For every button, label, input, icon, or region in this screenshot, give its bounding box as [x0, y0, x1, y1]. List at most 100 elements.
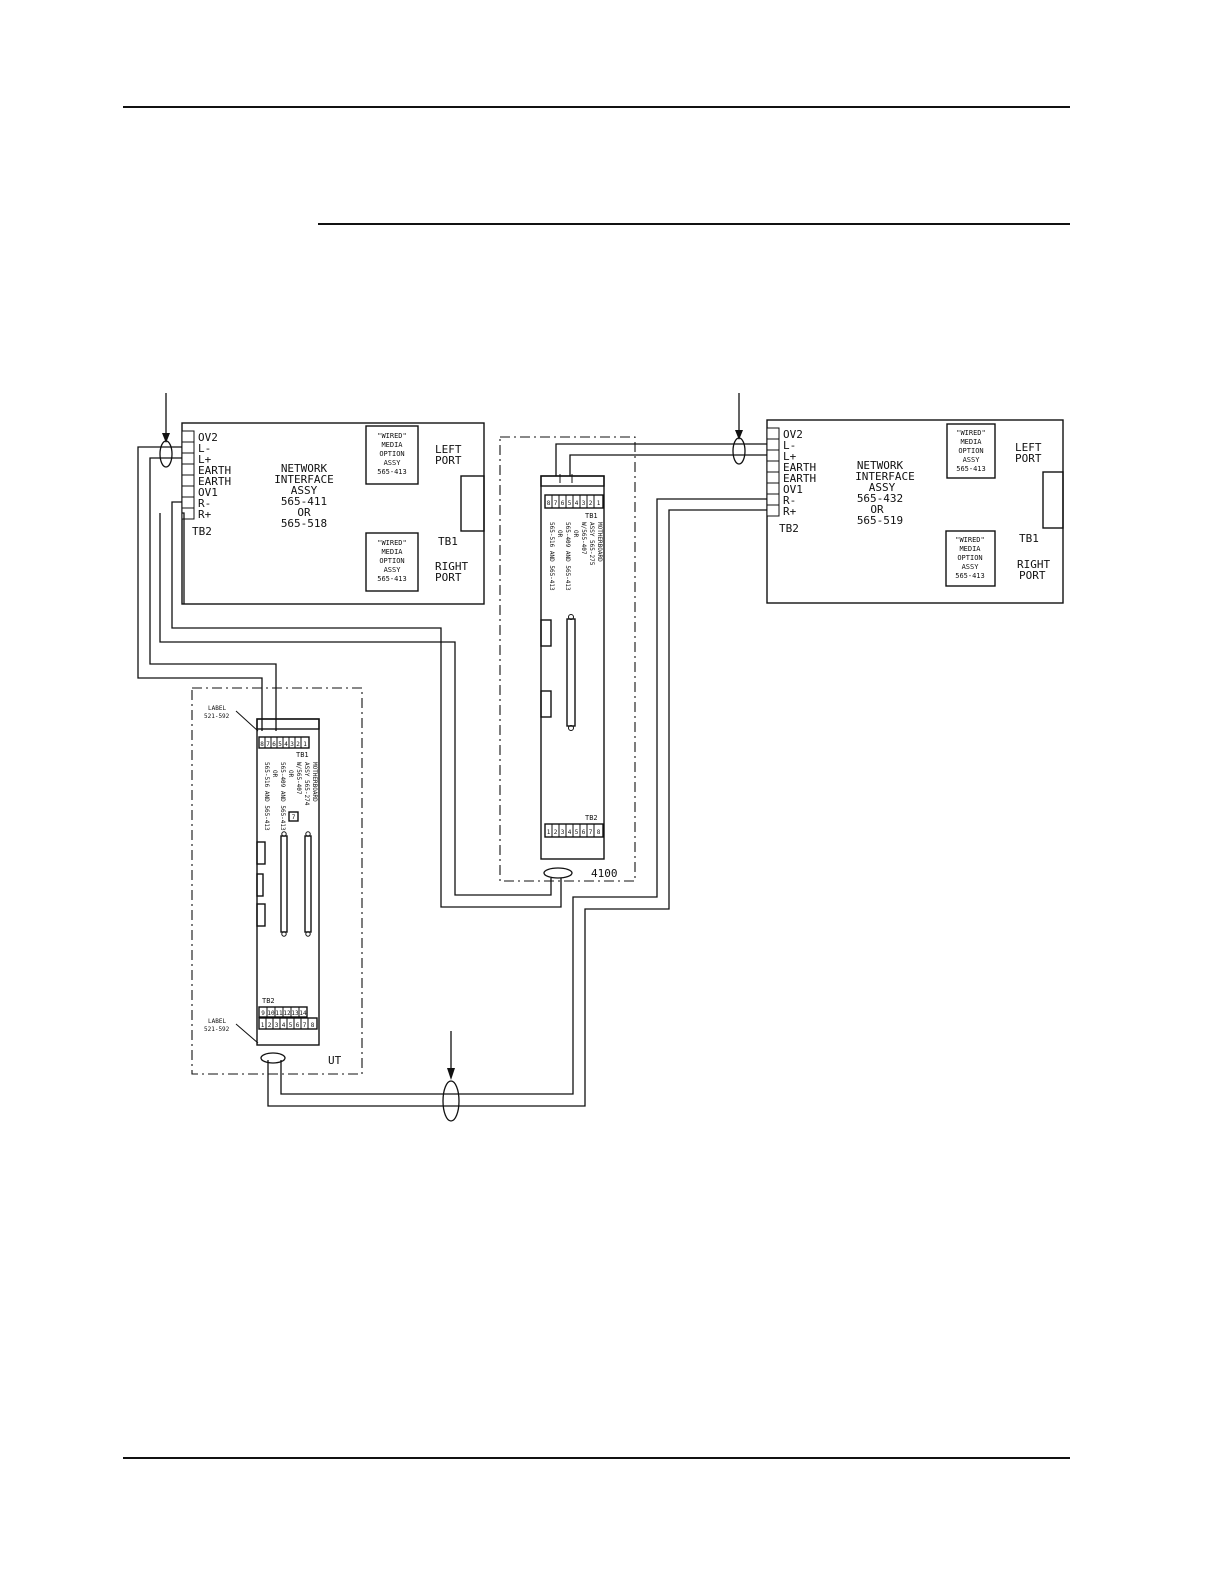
label-callout: LABEL: [208, 1018, 226, 1025]
cable-tie: [260, 1052, 286, 1064]
tb2-pin: 5: [575, 829, 579, 836]
tb1-pin: 8: [260, 741, 264, 748]
wmo-label: MEDIA: [381, 441, 403, 449]
mb-text: MOTHERBOARD: [311, 762, 318, 802]
tb1-pin: 7: [266, 741, 270, 748]
assembly-title: 565-411: [281, 495, 327, 508]
assembly-title: ASSY: [291, 484, 318, 497]
tb1-connector: [1042, 471, 1064, 529]
assembly-title: OR: [870, 503, 884, 516]
tb1-pin: 1: [303, 741, 307, 748]
wmo-label: OPTION: [957, 554, 982, 562]
tb2-pin: 8: [311, 1022, 315, 1029]
tb1-pin: 4: [575, 500, 579, 507]
tb2-pins-ut: 9 10 11 12 13 14 1 2 3 4 5 6 7 8: [258, 1006, 318, 1030]
tb2-label: TB2: [779, 522, 799, 535]
mb-text: OR: [556, 530, 563, 538]
label-callout: 521-592: [204, 713, 230, 720]
tb1-pin: 6: [272, 741, 276, 748]
assembly-title: INTERFACE: [274, 473, 334, 486]
left-port-label: PORT: [1015, 452, 1042, 465]
mb-text: OR: [287, 770, 294, 778]
wmo-label: 565-413: [956, 465, 986, 473]
panel-name: 4100: [591, 867, 618, 880]
tb1-connector: [460, 475, 485, 532]
terminal-label: L+: [783, 450, 797, 463]
wmo-label: MEDIA: [960, 438, 982, 446]
wmo-label: ASSY: [384, 459, 402, 467]
assembly-title: 565-432: [857, 492, 903, 505]
arrowhead-icon: [447, 1068, 455, 1080]
wmo-label: "WIRED": [955, 536, 985, 544]
cable-tie: [442, 1080, 460, 1122]
right-port-label: PORT: [1019, 569, 1046, 582]
panel-name: UT: [328, 1054, 342, 1067]
wired-media-option-top: "WIRED" MEDIA OPTION ASSY 565-413: [365, 425, 419, 485]
tb1-pins-4100: 8 7 6 5 4 3 2 1: [544, 494, 604, 509]
panel-4100: 4100 8 7 6 5 4 3 2 1 TB1 MOTHERBOARD ASS…: [499, 436, 636, 882]
cable-tie: [732, 437, 746, 465]
tb2-pin: 3: [561, 829, 565, 836]
terminal-label: R-: [198, 497, 211, 510]
terminal-strip-right: [766, 427, 780, 517]
terminal-label: OV1: [198, 486, 218, 499]
tb2-pin: 1: [261, 1022, 265, 1029]
card-slot: [566, 618, 576, 727]
terminal-label: OV1: [783, 483, 803, 496]
wire: [171, 501, 562, 908]
terminal-label: L-: [783, 439, 796, 452]
terminal-label: R-: [783, 494, 796, 507]
network-interface-right: OV2 L- L+ EARTH EARTH OV1 R- R+ TB2 NETW…: [766, 419, 1064, 604]
tb1-pin: 2: [589, 500, 593, 507]
left-port-label: LEFT: [1015, 441, 1042, 454]
tb2-pin: 8: [597, 829, 601, 836]
tb2-pin: 7: [589, 829, 593, 836]
wire: [137, 446, 263, 731]
wmo-label: MEDIA: [381, 548, 403, 556]
mb-text: MOTHERBOARD: [596, 522, 603, 562]
tb2-pin: 14: [299, 1010, 307, 1017]
tb2-pin: 4: [282, 1022, 286, 1029]
tb1-pin: 3: [290, 741, 294, 748]
card-slot: [304, 835, 312, 933]
cable-tie: [159, 440, 173, 468]
tb2-pin: 5: [289, 1022, 293, 1029]
wmo-label: OPTION: [379, 450, 404, 458]
tb2-pin: 6: [582, 829, 586, 836]
tb1-pin: 4: [284, 741, 288, 748]
tb1-pin: 3: [582, 500, 586, 507]
wmo-label: ASSY: [963, 456, 981, 464]
terminal-label: R+: [198, 508, 212, 521]
tb1-label: TB1: [1019, 532, 1039, 545]
tb1-label: TB1: [438, 535, 458, 548]
tb1-pins-ut: 8 7 6 5 4 3 2 1: [258, 736, 310, 749]
mb-text: ASSY 565-275: [588, 522, 595, 566]
cable-tie: [543, 867, 573, 879]
tb2-pin: 6: [296, 1022, 300, 1029]
mb-text: 565-516 AND 565-413: [548, 522, 555, 591]
wire: [159, 513, 552, 896]
assembly-title: OR: [297, 506, 311, 519]
terminal-strip-left: [181, 430, 195, 520]
left-port-label: PORT: [435, 454, 462, 467]
card-slot: [280, 835, 288, 933]
tb2-pin: 12: [283, 1010, 291, 1017]
terminal-label: OV2: [783, 428, 803, 441]
mb-text: ASSY 565-274: [303, 762, 310, 806]
mb-text: W/565-407: [295, 762, 302, 795]
wmo-label: "WIRED": [956, 429, 986, 437]
mb-text: 565-409 AND 565-413: [564, 522, 571, 591]
mb-text: 565-409 AND 565-413: [279, 762, 286, 831]
tb1-label: TB1: [585, 512, 598, 520]
tb2-pin: 2: [554, 829, 558, 836]
terminal-label: L+: [198, 453, 212, 466]
wired-media-option-top: "WIRED" MEDIA OPTION ASSY 565-413: [946, 423, 996, 479]
assembly-title: 565-518: [281, 517, 327, 530]
tb2-pin: 4: [568, 829, 572, 836]
tb2-pin: 9: [261, 1010, 265, 1017]
mb-text: OR: [572, 530, 579, 538]
left-port-label: LEFT: [435, 443, 462, 456]
tb2-pin: 3: [275, 1022, 279, 1029]
assembly-title: ASSY: [869, 481, 896, 494]
